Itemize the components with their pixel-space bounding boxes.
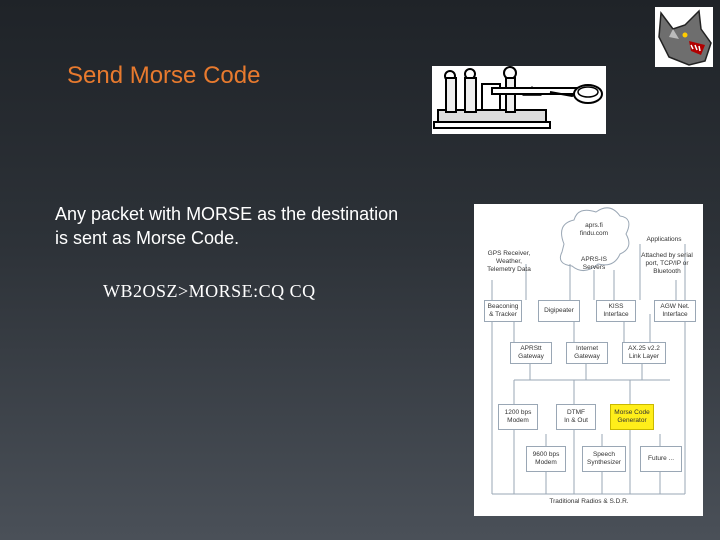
- beaconing-line-2: & Tracker: [489, 311, 517, 318]
- m9600-line-1: 9600 bps: [532, 451, 560, 458]
- igate-box: Internet Gateway: [566, 342, 608, 364]
- igate-line-2: Gateway: [574, 353, 600, 360]
- ax25-line-2: Link Layer: [629, 353, 659, 360]
- speech-box: Speech Synthesizer: [582, 446, 626, 472]
- beaconing-box: Beaconing & Tracker: [484, 300, 522, 322]
- igate-line-1: Internet: [575, 345, 599, 352]
- gps-line-2: Weather,: [496, 258, 522, 265]
- body-line-2: is sent as Morse Code.: [55, 228, 240, 248]
- m9600-line-2: Modem: [535, 459, 557, 466]
- gps-line-1: GPS Receiver,: [487, 250, 531, 257]
- body-text: Any packet with MORSE as the destination…: [55, 202, 455, 250]
- agw-line-2: Interface: [662, 311, 688, 318]
- slide-title: Send Morse Code: [67, 62, 261, 89]
- agw-line-1: AGW Net.: [660, 303, 690, 310]
- telegraph-key-icon: [432, 66, 606, 134]
- aprstt-box: APRStt Gateway: [510, 342, 552, 364]
- future-box: Future ...: [640, 446, 682, 472]
- attached-line-2: port, TCP/IP or: [645, 260, 689, 267]
- modem-9600-box: 9600 bps Modem: [526, 446, 566, 472]
- digipeater-box: Digipeater: [538, 300, 580, 322]
- cloud-line-1: aprs.fi: [585, 222, 603, 229]
- morse-generator-box: Morse Code Generator: [610, 404, 654, 430]
- attached-line-3: Bluetooth: [653, 268, 681, 275]
- aprs-is-line-2: Servers: [582, 264, 606, 271]
- ax25-line-1: AX.25 v2.2: [628, 345, 660, 352]
- aprs-is-servers-label: APRS-IS Servers: [568, 256, 620, 272]
- m1200-line-2: Modem: [507, 417, 529, 424]
- dtmf-line-1: DTMF: [566, 409, 586, 416]
- kiss-line-1: KISS: [608, 303, 624, 310]
- architecture-diagram: aprs.fi findu.com APRS-IS Servers GPS Re…: [474, 204, 703, 516]
- ax25-box: AX.25 v2.2 Link Layer: [622, 342, 666, 364]
- modem-1200-box: 1200 bps Modem: [498, 404, 538, 430]
- attached-label: Attached by serial port, TCP/IP or Bluet…: [634, 252, 700, 276]
- agw-box: AGW Net. Interface: [654, 300, 696, 322]
- attached-line-1: Attached by serial: [641, 252, 693, 259]
- gps-line-3: Telemetry Data: [487, 266, 531, 273]
- aprstt-line-2: Gateway: [518, 353, 544, 360]
- dtmf-line-2: In & Out: [564, 417, 588, 424]
- morse-line-2: Generator: [617, 417, 647, 424]
- applications-label: Applications: [646, 236, 682, 243]
- gps-label: GPS Receiver, Weather, Telemetry Data: [478, 250, 540, 274]
- morse-line-1: Morse Code: [614, 409, 650, 416]
- beaconing-line-1: Beaconing: [487, 303, 519, 310]
- digipeater-label: Digipeater: [544, 307, 574, 314]
- future-label: Future ...: [647, 455, 674, 462]
- dtmf-box: DTMF In & Out: [556, 404, 596, 430]
- aprstt-line-1: APRStt: [520, 345, 542, 352]
- kiss-line-2: Interface: [603, 311, 629, 318]
- example-packet: WB2OSZ>MORSE:CQ CQ: [103, 281, 316, 301]
- kiss-box: KISS Interface: [596, 300, 636, 322]
- aprs-is-line-1: APRS-IS: [580, 256, 607, 263]
- wolf-head-icon: [655, 7, 713, 67]
- radios-label: Traditional Radios & S.D.R.: [514, 498, 664, 506]
- speech-line-1: Speech: [592, 451, 616, 458]
- cloud-label: aprs.fi findu.com: [568, 222, 620, 238]
- cloud-line-2: findu.com: [579, 230, 609, 237]
- m1200-line-1: 1200 bps: [504, 409, 532, 416]
- speech-line-2: Synthesizer: [587, 459, 621, 466]
- body-line-1: Any packet with MORSE as the destination: [55, 204, 399, 224]
